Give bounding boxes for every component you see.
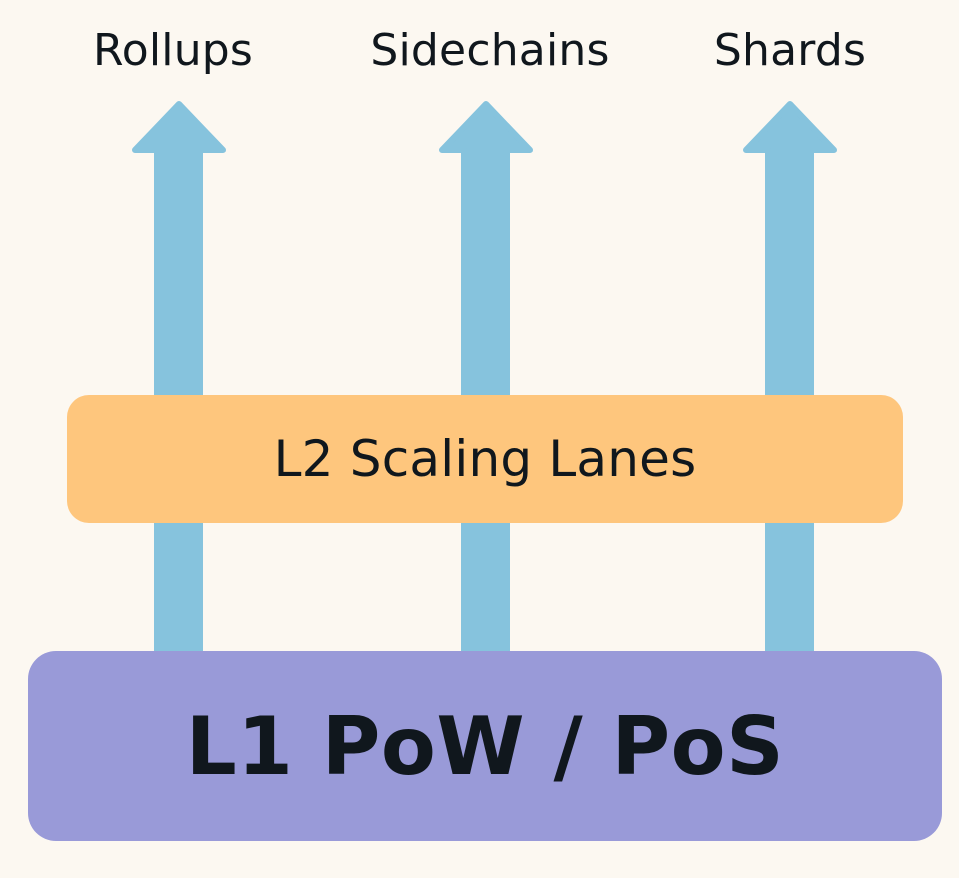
sidechains-label: Sidechains — [370, 25, 610, 76]
sidechains-arrow — [439, 101, 533, 654]
l2-scaling-layer: L2 Scaling Lanes — [67, 395, 903, 523]
l1-consensus-layer: L1 PoW / PoS — [28, 651, 942, 841]
shards-arrow — [743, 101, 837, 654]
rollups-arrow — [132, 101, 226, 654]
l1-layer-label: L1 PoW / PoS — [185, 699, 785, 793]
l2-layer-label: L2 Scaling Lanes — [273, 430, 697, 488]
shards-label: Shards — [713, 25, 867, 76]
rollups-label: Rollups — [92, 25, 254, 76]
